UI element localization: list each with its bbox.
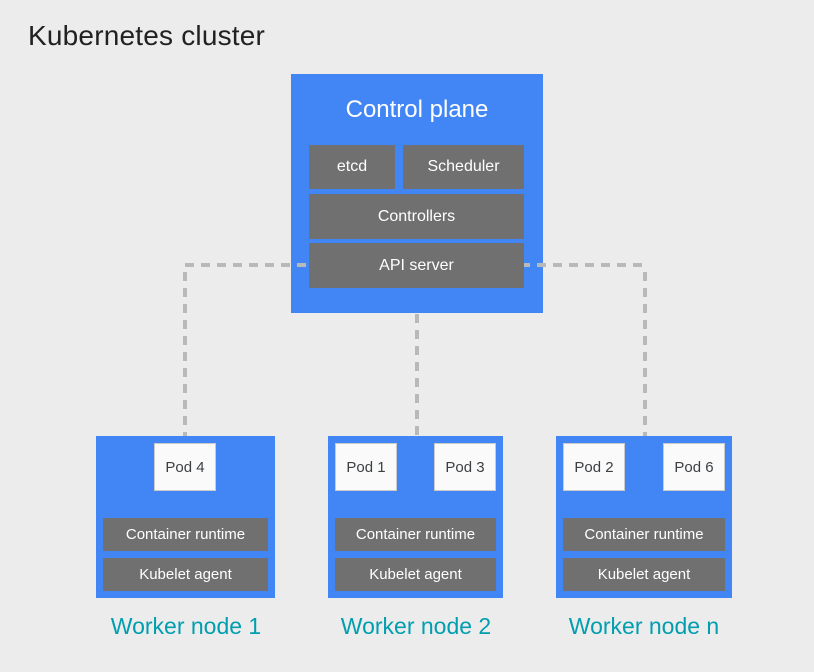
- container-runtime-box: Container runtime: [103, 518, 268, 551]
- worker-node-1-box: Pod 4 Container runtime Kubelet agent: [96, 436, 275, 598]
- worker-node-n-box: Pod 2 Pod 6 Container runtime Kubelet ag…: [556, 436, 732, 598]
- worker-node-n-label: Worker node n: [568, 613, 720, 639]
- controllers-box: Controllers: [309, 194, 524, 239]
- kubelet-agent-box: Kubelet agent: [103, 558, 268, 591]
- worker-node-2-label: Worker node 2: [340, 613, 492, 639]
- pod-box: Pod 1: [335, 443, 397, 491]
- etcd-box: etcd: [309, 145, 395, 189]
- container-runtime-box: Container runtime: [563, 518, 725, 551]
- kubelet-agent-box: Kubelet agent: [335, 558, 496, 591]
- worker-node-2-box: Pod 1 Pod 3 Container runtime Kubelet ag…: [328, 436, 503, 598]
- scheduler-box: Scheduler: [403, 145, 524, 189]
- pod-box: Pod 4: [154, 443, 216, 491]
- pod-box: Pod 2: [563, 443, 625, 491]
- control-plane-box: Control plane etcd Scheduler Controllers…: [291, 74, 543, 313]
- control-plane-title: Control plane: [345, 96, 489, 123]
- pod-box: Pod 6: [663, 443, 725, 491]
- diagram-title: Kubernetes cluster: [28, 20, 266, 51]
- api-server-box: API server: [309, 243, 524, 288]
- kubelet-agent-box: Kubelet agent: [563, 558, 725, 591]
- container-runtime-box: Container runtime: [335, 518, 496, 551]
- pod-box: Pod 3: [434, 443, 496, 491]
- worker-node-1-label: Worker node 1: [110, 613, 262, 639]
